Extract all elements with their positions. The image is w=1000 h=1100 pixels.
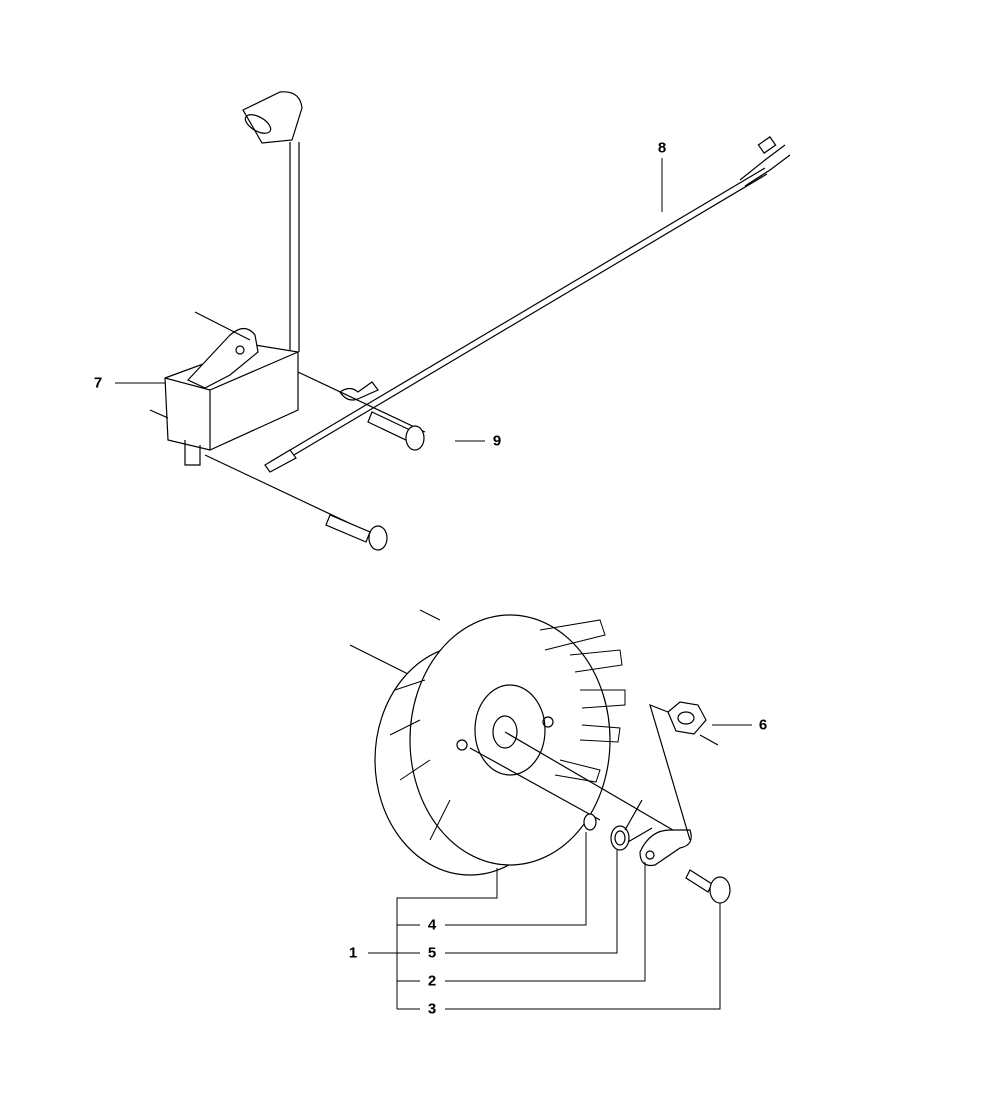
screw-9 [297,371,426,451]
callout-9: 9 [492,432,502,450]
ignition-coil [149,91,303,466]
callout-8: 8 [657,139,667,157]
pawl-2 [639,829,692,867]
cable [264,136,791,473]
flywheel [349,609,691,876]
callout-1: 1 [348,944,358,962]
nut-6 [649,701,719,841]
leader-lines [115,158,752,1010]
washer-4 [583,813,597,831]
callout-5: 5 [427,944,437,962]
callout-2: 2 [427,972,437,990]
callout-7: 7 [93,374,103,392]
callout-4: 4 [427,916,437,934]
callout-6: 6 [758,716,768,734]
screw-lower [204,454,388,551]
callout-3: 3 [427,1000,437,1018]
spring-5 [610,799,653,851]
screw-3 [685,869,731,904]
